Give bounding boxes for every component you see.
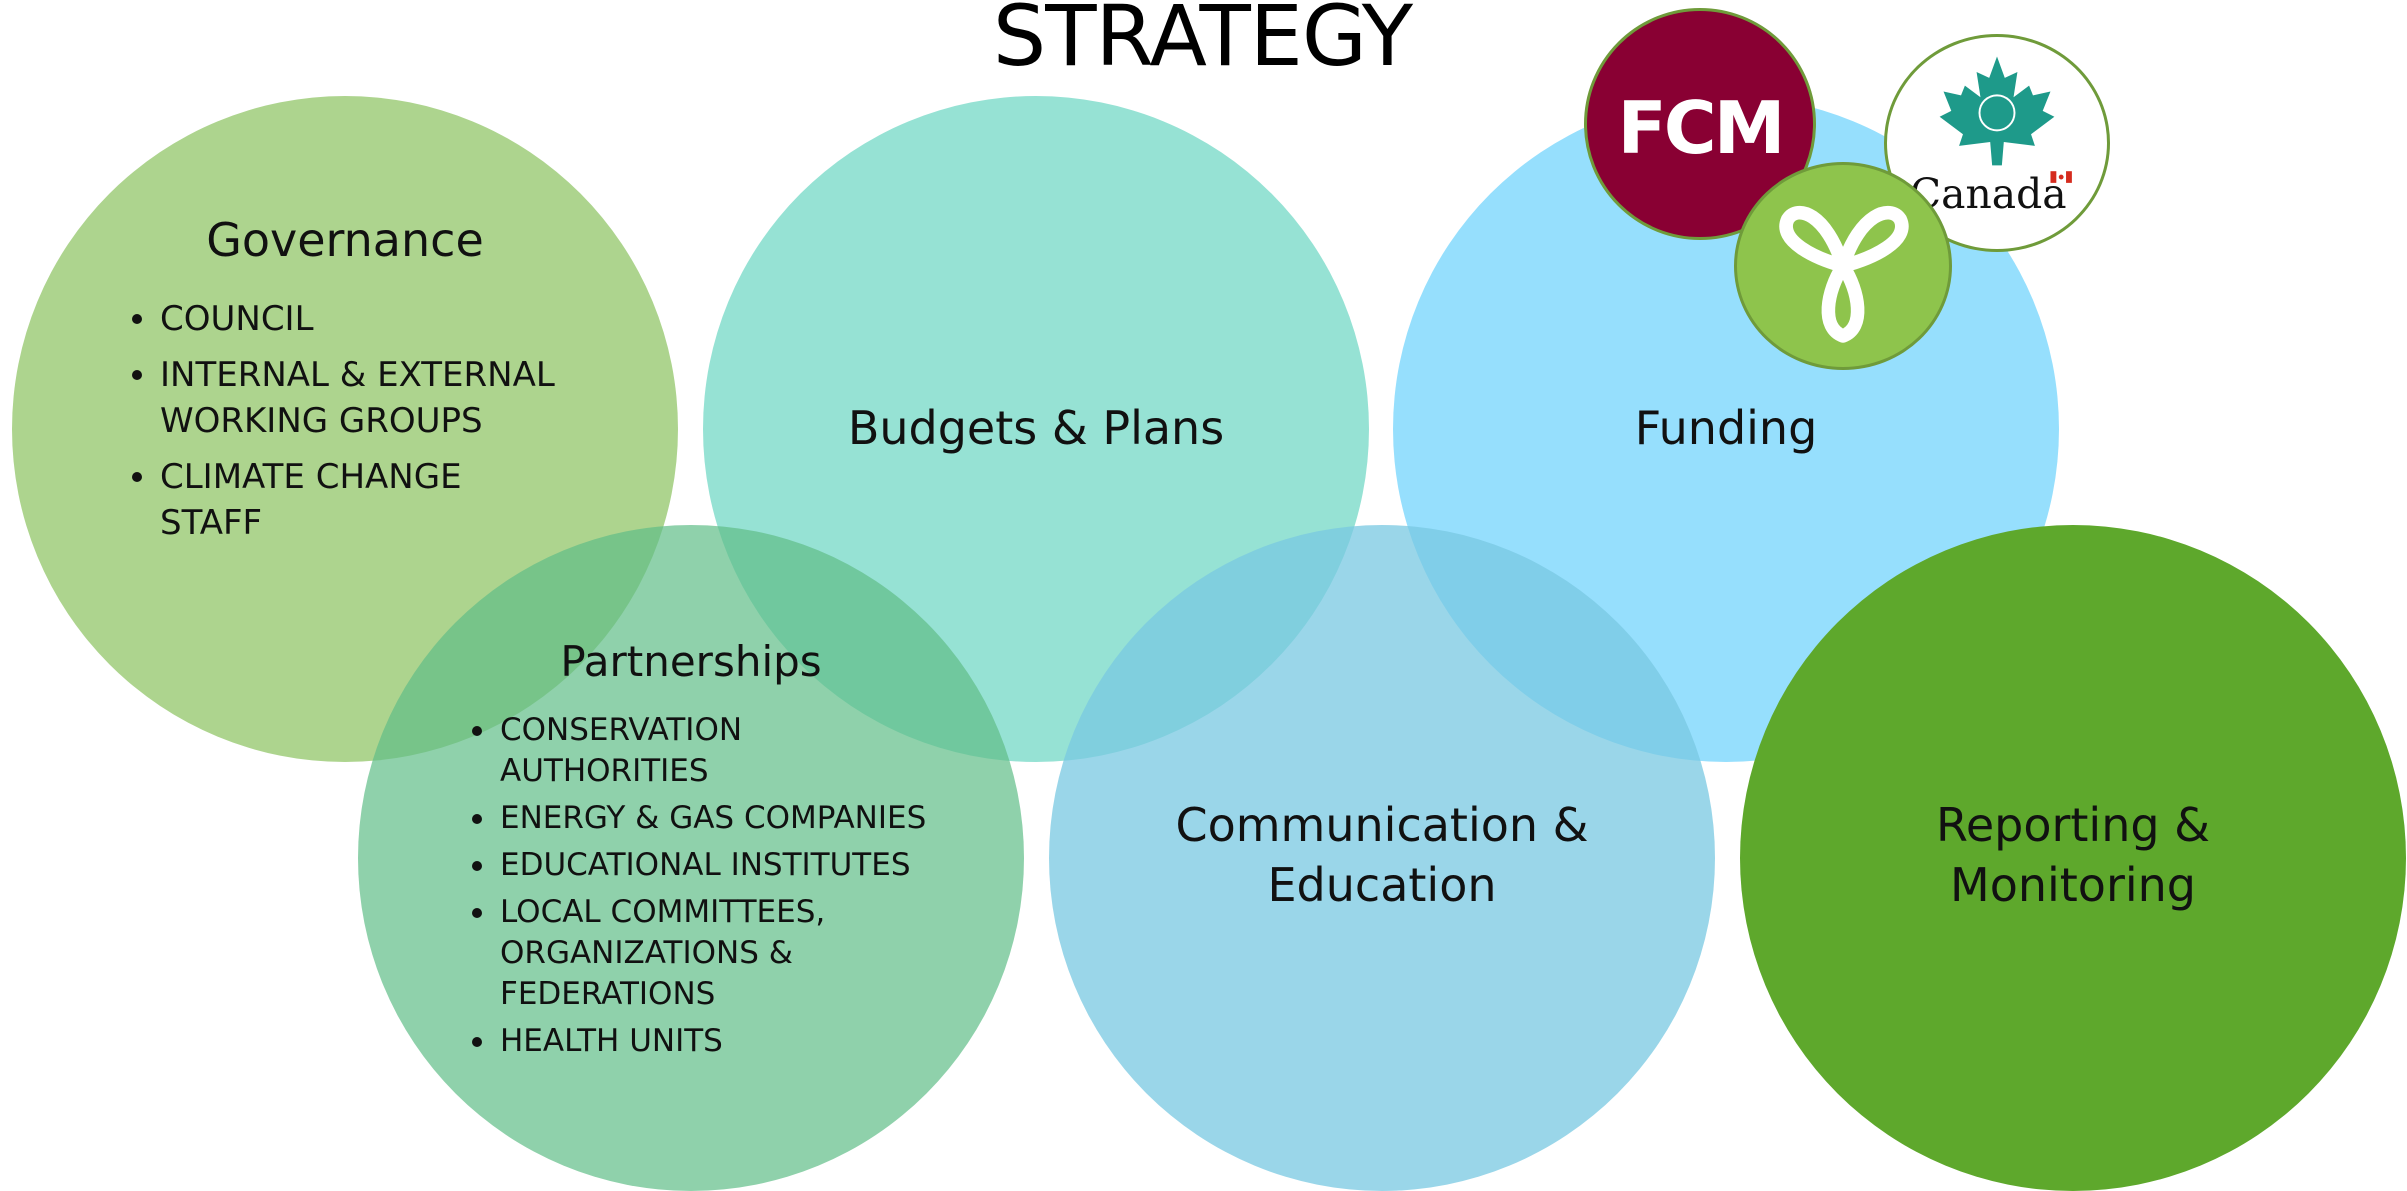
list-item: LOCAL COMMITTEES, ORGANIZATIONS & FEDERA… bbox=[468, 892, 840, 1015]
maple-leaf-shape bbox=[1939, 56, 2055, 166]
communication-education-heading-text: Communication & Education bbox=[1175, 798, 1589, 912]
page-title: STRATEGY bbox=[992, 0, 1413, 85]
governance-heading: Governance bbox=[206, 213, 484, 267]
fcm-logo-text: FCM bbox=[1617, 86, 1782, 170]
governance-list: COUNCIL INTERNAL & EXTERNAL WORKING GROU… bbox=[128, 296, 588, 556]
fcm-logo-graphic: FCM bbox=[1617, 86, 1785, 170]
budgets-plans-heading: Budgets & Plans bbox=[847, 401, 1225, 455]
funding-heading: Funding bbox=[1634, 401, 1818, 455]
reporting-monitoring-circle bbox=[1740, 525, 2406, 1191]
list-item: EDUCATIONAL INSTITUTES bbox=[468, 845, 948, 886]
communication-education-circle bbox=[1049, 525, 1715, 1191]
ontario-trillium-icon bbox=[1734, 162, 1952, 370]
list-item: CONSERVATION AUTHORITIES bbox=[468, 710, 800, 792]
list-item: COUNCIL bbox=[128, 296, 588, 342]
canada-wordmark: Canada bbox=[1910, 170, 2067, 218]
partnerships-circle bbox=[358, 525, 1024, 1191]
list-item: INTERNAL & EXTERNAL WORKING GROUPS bbox=[128, 352, 600, 444]
list-item: ENERGY & GAS COMPANIES bbox=[468, 798, 948, 839]
reporting-monitoring-heading: Reporting & Monitoring bbox=[1740, 795, 2406, 915]
canada-maple-leaf-icon: Canada bbox=[1884, 34, 2110, 252]
reporting-monitoring-heading-text: Reporting & Monitoring bbox=[1935, 798, 2211, 912]
list-item: HEALTH UNITS bbox=[468, 1021, 948, 1062]
list-item: CLIMATE CHANGE STAFF bbox=[128, 454, 490, 546]
ontario-logo-graphic bbox=[1779, 205, 1909, 343]
partnerships-list: CONSERVATION AUTHORITIES ENERGY & GAS CO… bbox=[468, 710, 948, 1068]
partnerships-heading: Partnerships bbox=[560, 637, 822, 686]
communication-education-heading: Communication & Education bbox=[1049, 795, 1715, 915]
canada-logo-graphic: Canada bbox=[1910, 56, 2072, 218]
